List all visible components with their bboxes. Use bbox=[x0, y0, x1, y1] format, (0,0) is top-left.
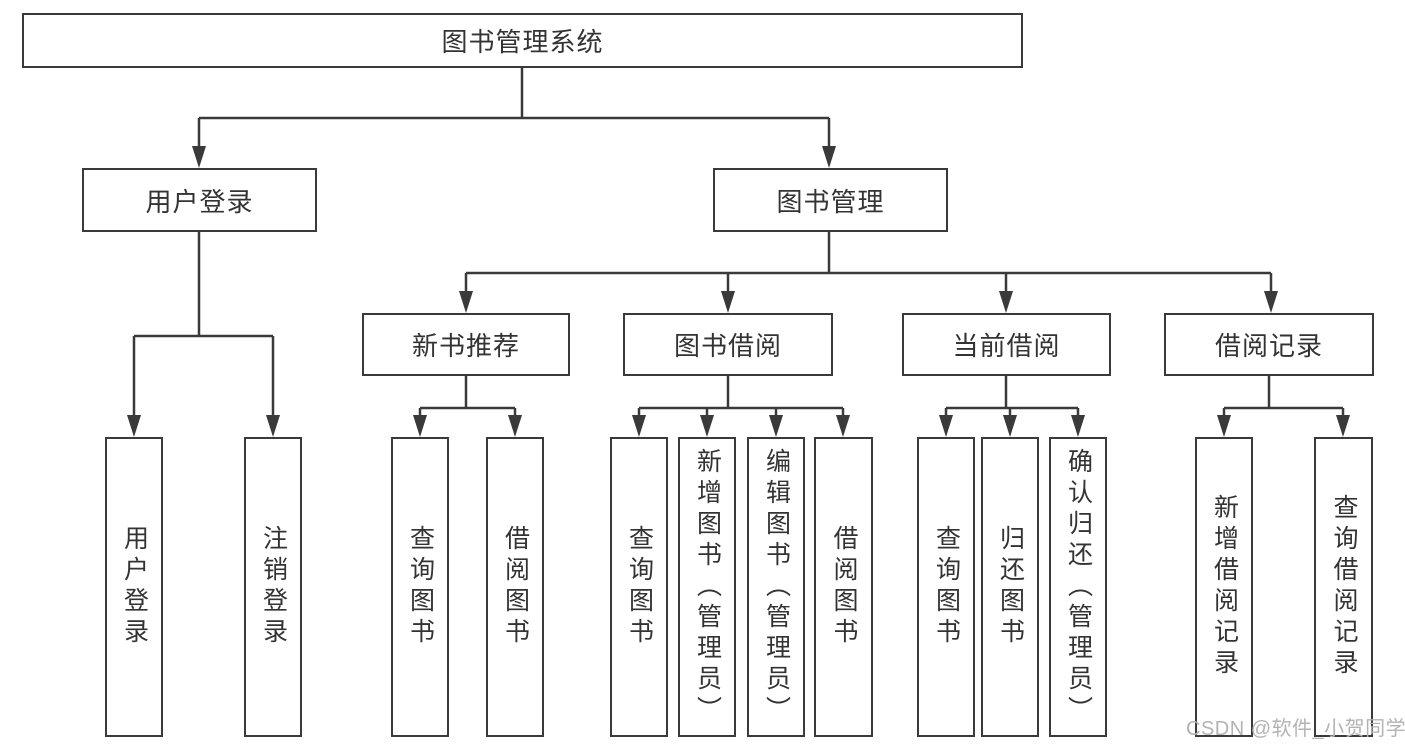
node-book-management: 图书管理 bbox=[713, 168, 948, 232]
node-user-login-label: 用户登录 bbox=[145, 186, 254, 217]
leaf-user-login: 用户登录 bbox=[105, 437, 163, 737]
watermark: CSDN @软件_小贺同学 bbox=[1186, 718, 1405, 740]
leaf-query-books-recommend: 查询图书 bbox=[391, 437, 449, 737]
leaf-edit-book-admin: 编辑图书（管理员） bbox=[747, 437, 805, 737]
leaf-logout-label: 注销登录 bbox=[259, 525, 288, 649]
node-current-borrowing: 当前借阅 bbox=[902, 313, 1111, 376]
leaf-edit-book-admin-label: 编辑图书（管理员） bbox=[762, 447, 791, 727]
node-book-management-label: 图书管理 bbox=[776, 186, 885, 217]
leaf-add-book-admin: 新增图书（管理员） bbox=[678, 437, 736, 737]
node-borrowing-records: 借阅记录 bbox=[1164, 313, 1374, 376]
leaf-borrow-books-borrowing: 借阅图书 bbox=[814, 437, 873, 737]
node-user-login: 用户登录 bbox=[82, 168, 317, 232]
leaf-add-borrow-record: 新增借阅记录 bbox=[1195, 437, 1253, 737]
leaf-add-borrow-record-label: 新增借阅记录 bbox=[1210, 494, 1239, 680]
leaf-borrow-books-recommend: 借阅图书 bbox=[486, 437, 544, 737]
node-current-borrowing-label: 当前借阅 bbox=[952, 331, 1061, 361]
leaf-query-books-borrowing: 查询图书 bbox=[610, 437, 668, 737]
node-library-system: 图书管理系统 bbox=[22, 13, 1023, 68]
leaf-query-books-borrowing-label: 查询图书 bbox=[625, 525, 654, 649]
leaf-query-books-current-label: 查询图书 bbox=[932, 525, 961, 649]
leaf-query-borrow-record: 查询借阅记录 bbox=[1314, 437, 1373, 737]
leaf-query-books-current: 查询图书 bbox=[917, 437, 975, 737]
leaf-borrow-books-recommend-label: 借阅图书 bbox=[501, 525, 530, 649]
leaf-confirm-return-admin-label: 确认归还（管理员） bbox=[1064, 447, 1093, 727]
leaf-return-books: 归还图书 bbox=[981, 437, 1039, 737]
leaf-confirm-return-admin: 确认归还（管理员） bbox=[1049, 437, 1107, 737]
leaf-user-login-label: 用户登录 bbox=[120, 525, 149, 649]
leaf-logout: 注销登录 bbox=[244, 437, 302, 737]
node-library-system-label: 图书管理系统 bbox=[441, 27, 604, 57]
node-book-borrowing: 图书借阅 bbox=[623, 313, 833, 376]
leaf-query-books-recommend-label: 查询图书 bbox=[406, 525, 435, 649]
leaf-return-books-label: 归还图书 bbox=[996, 525, 1025, 649]
node-borrowing-records-label: 借阅记录 bbox=[1214, 331, 1323, 361]
node-new-book-recommendation: 新书推荐 bbox=[362, 313, 570, 376]
leaf-borrow-books-borrowing-label: 借阅图书 bbox=[830, 525, 858, 649]
leaf-add-book-admin-label: 新增图书（管理员） bbox=[693, 447, 722, 727]
leaf-query-borrow-record-label: 查询借阅记录 bbox=[1330, 494, 1358, 680]
node-new-book-recommendation-label: 新书推荐 bbox=[411, 331, 520, 361]
node-book-borrowing-label: 图书借阅 bbox=[673, 331, 782, 361]
